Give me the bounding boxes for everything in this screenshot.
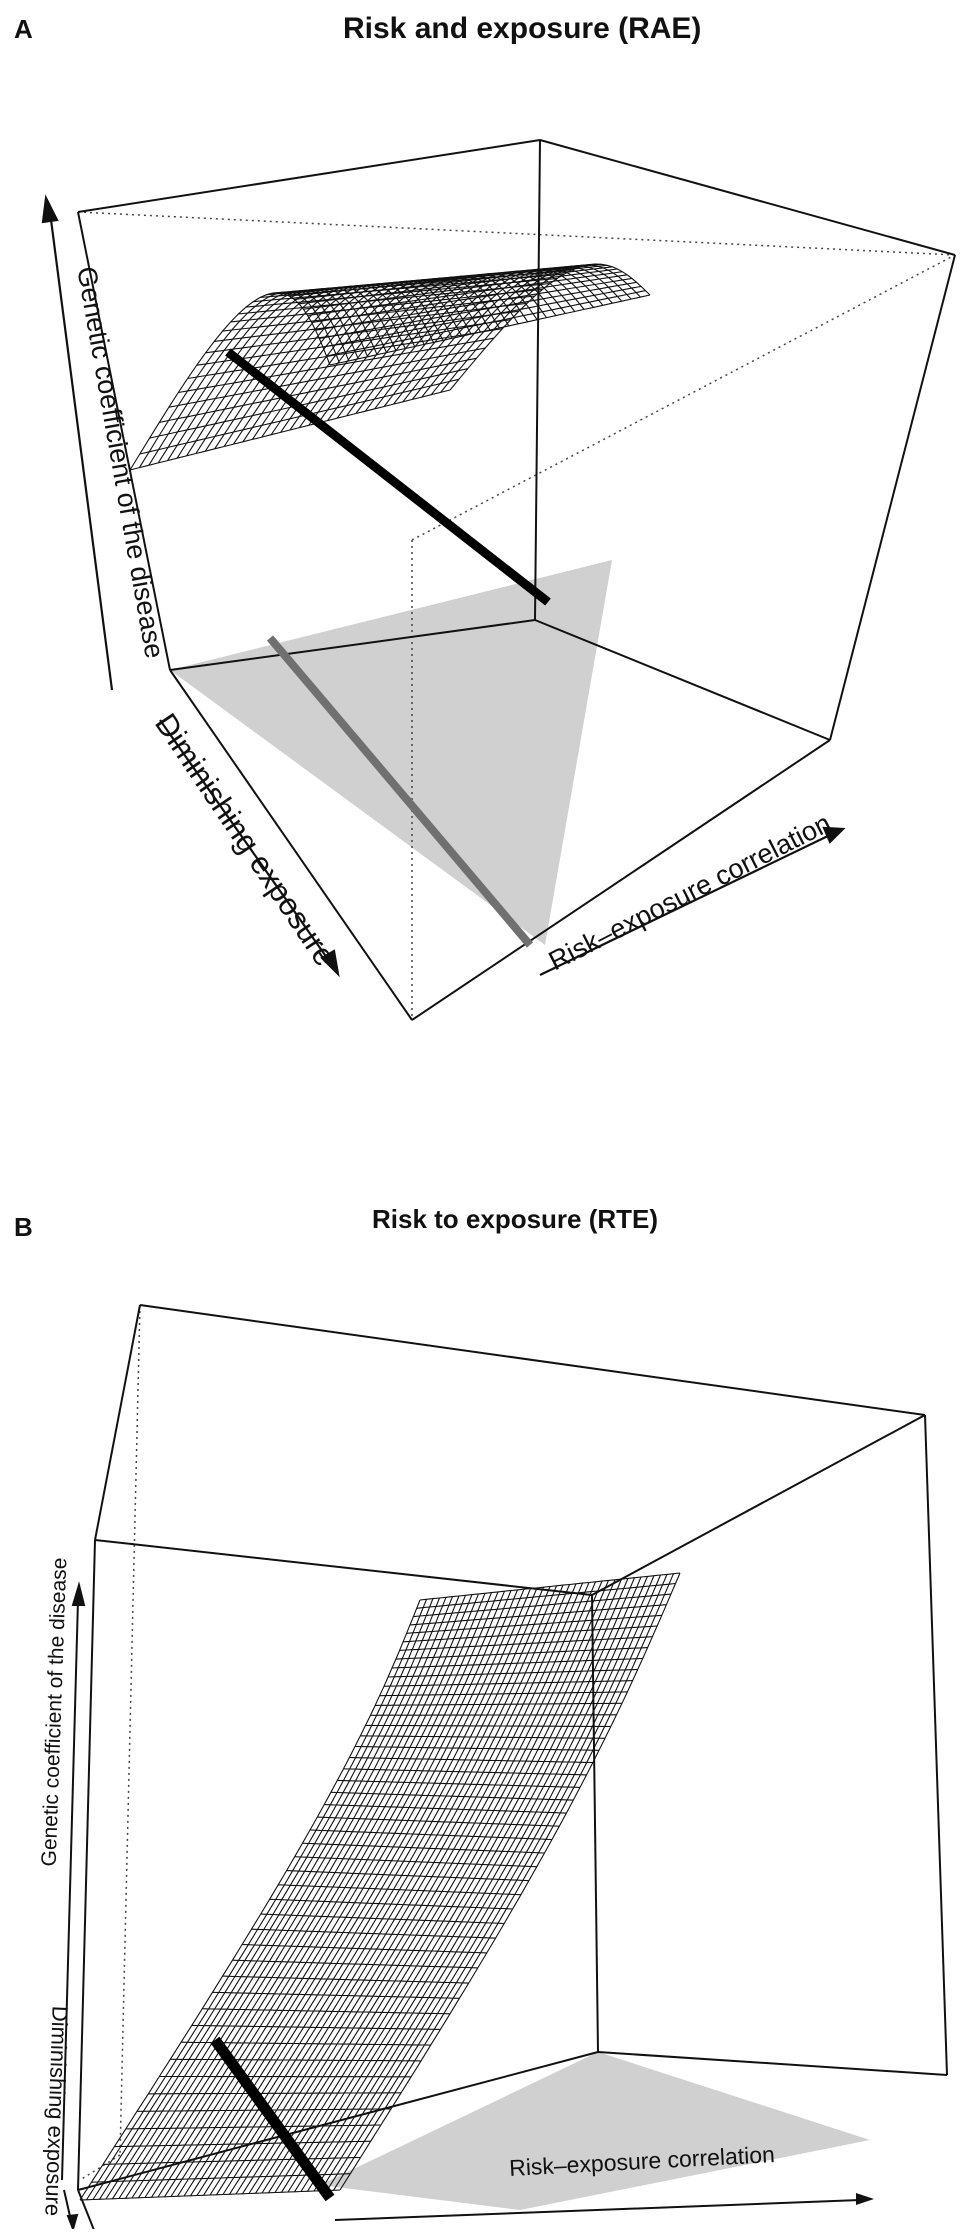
mesh-line xyxy=(310,1830,552,1840)
mesh-line xyxy=(400,1637,653,1651)
mesh-line xyxy=(388,1670,638,1678)
panel-b: B Risk to exposure (RTE) xyxy=(0,1180,970,2229)
mesh-line xyxy=(192,2025,441,2029)
panel-a: A Risk and exposure (RAE) xyxy=(0,0,970,1160)
mesh-line xyxy=(355,1747,599,1751)
mesh-line xyxy=(384,1681,633,1687)
mesh-line xyxy=(126,2125,381,2129)
floor-shadow-polygon xyxy=(170,560,612,945)
floor-shadow xyxy=(170,560,612,945)
mesh-line xyxy=(324,1805,566,1814)
mesh-line xyxy=(317,1817,559,1826)
mesh-line xyxy=(371,1715,617,1716)
mesh-line xyxy=(202,2009,450,2014)
mesh-line xyxy=(392,1659,643,1669)
mesh-line xyxy=(349,1758,593,1763)
mesh-line xyxy=(295,1857,537,1867)
surface-plot-b xyxy=(0,1180,970,2229)
ridge-line-surface xyxy=(228,352,548,602)
mesh-line xyxy=(303,269,617,309)
mesh-line xyxy=(344,1769,587,1775)
mesh-line xyxy=(233,1960,478,1968)
mesh-line xyxy=(337,1780,580,1787)
mesh-line xyxy=(242,1945,487,1953)
mesh-line xyxy=(206,311,519,353)
mesh-line xyxy=(213,1992,460,1998)
mesh-line xyxy=(287,1871,529,1881)
mesh-line xyxy=(270,1899,513,1909)
mesh-line xyxy=(403,1626,657,1642)
mesh-line xyxy=(407,1615,662,1633)
mesh-line xyxy=(150,369,468,438)
mesh-line xyxy=(252,1929,496,1938)
mesh-line xyxy=(396,1648,648,1660)
mesh-line xyxy=(278,1885,521,1895)
mesh-line xyxy=(223,1976,469,1983)
axis-arrow-x-b xyxy=(0,2180,970,2240)
surface-mesh xyxy=(130,264,650,470)
mesh-line xyxy=(303,1843,545,1853)
box-edges xyxy=(78,1305,947,2229)
mesh-line xyxy=(103,2158,361,2165)
mesh-line xyxy=(261,1914,505,1923)
mesh-line xyxy=(331,1792,573,1800)
mesh-line xyxy=(380,1692,628,1696)
